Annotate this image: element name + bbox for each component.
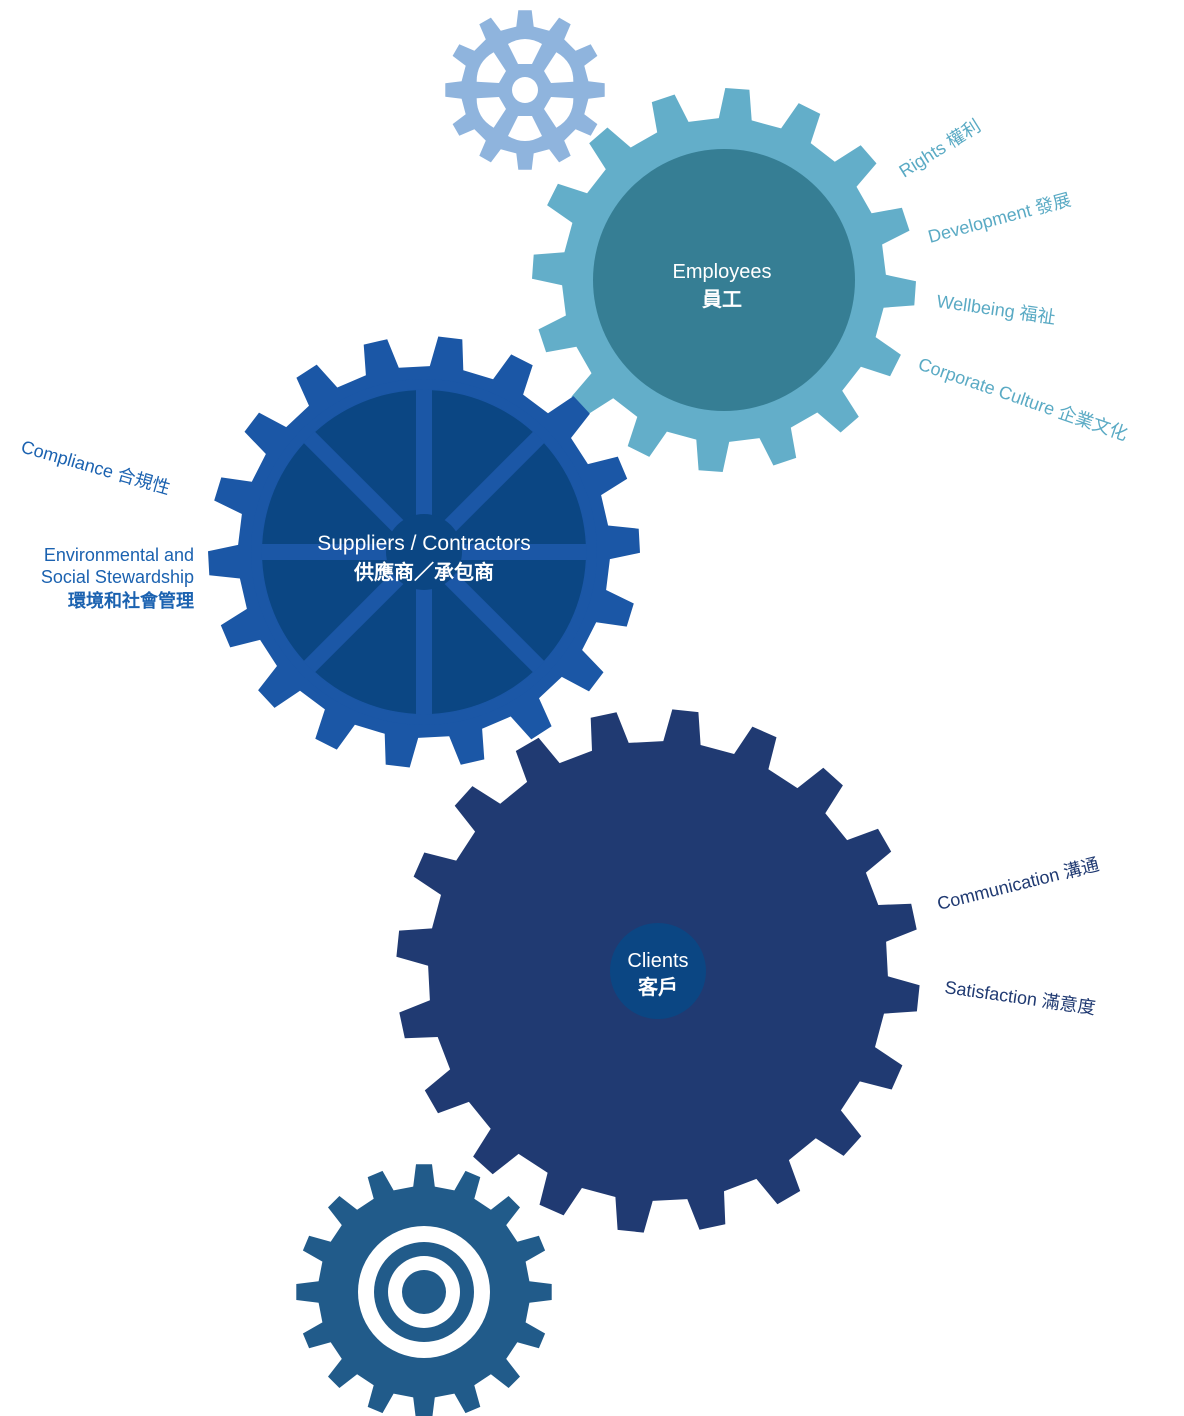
suppliers-inner-rim bbox=[251, 379, 597, 725]
small-gear-top-hole bbox=[508, 116, 542, 141]
employees-aspects: Rights 權利 Development 發展 Wellbeing 福祉 Co… bbox=[896, 116, 1131, 445]
aspect-label-wellbeing: Wellbeing 福祉 bbox=[935, 291, 1056, 327]
clients-aspects: Communication 溝通 Satisfaction 滿意度 bbox=[935, 854, 1101, 1018]
aspect-label-corporate-culture: Corporate Culture 企業文化 bbox=[916, 354, 1131, 445]
small-gear-top-holes bbox=[476, 39, 574, 141]
suppliers-inner-hub bbox=[386, 514, 462, 590]
aspect-label-communication: Communication 溝通 bbox=[935, 854, 1101, 914]
aspect-label-environmental-line3: 環境和社會管理 bbox=[68, 590, 194, 611]
employees-gear: Employees 員工 bbox=[532, 88, 916, 472]
aspect-label-rights: Rights 權利 bbox=[896, 116, 985, 182]
small-gear-bottom bbox=[296, 1164, 552, 1416]
aspect-label-environmental-line1: Environmental and bbox=[44, 545, 194, 565]
suppliers-title-zh: 供應商／承包商 bbox=[353, 560, 494, 584]
aspect-label-development: Development 發展 bbox=[926, 189, 1073, 246]
small-gear-bottom-center bbox=[402, 1270, 446, 1314]
suppliers-gear: Suppliers / Contractors 供應商／承包商 bbox=[208, 336, 640, 768]
suppliers-spoked-wheel bbox=[251, 379, 597, 725]
small-gear-top-hole bbox=[508, 39, 542, 64]
small-gear-top-hole bbox=[476, 96, 506, 128]
aspect-label-satisfaction: Satisfaction 滿意度 bbox=[943, 977, 1096, 1018]
clients-title: Clients bbox=[627, 950, 688, 972]
aspect-label-environmental-line2: Social Stewardship bbox=[41, 567, 194, 587]
employees-title-zh: 員工 bbox=[701, 288, 742, 311]
aspect-label-compliance: Compliance 合規性 bbox=[19, 437, 173, 499]
suppliers-title: Suppliers / Contractors bbox=[317, 532, 531, 555]
clients-gear: Clients 客戶 bbox=[396, 709, 920, 1233]
small-gear-top-hole bbox=[476, 52, 506, 84]
suppliers-aspects: Compliance 合規性 Environmental and Social … bbox=[19, 437, 194, 611]
small-gear-top-center-hole bbox=[512, 77, 538, 103]
small-gear-top-hole bbox=[544, 96, 574, 128]
clients-hub bbox=[610, 923, 706, 1019]
employees-title: Employees bbox=[673, 261, 772, 283]
employees-hub bbox=[593, 149, 855, 411]
small-gear-top-hole bbox=[544, 52, 574, 84]
small-gear-top bbox=[445, 10, 605, 170]
clients-title-zh: 客戶 bbox=[637, 975, 678, 999]
